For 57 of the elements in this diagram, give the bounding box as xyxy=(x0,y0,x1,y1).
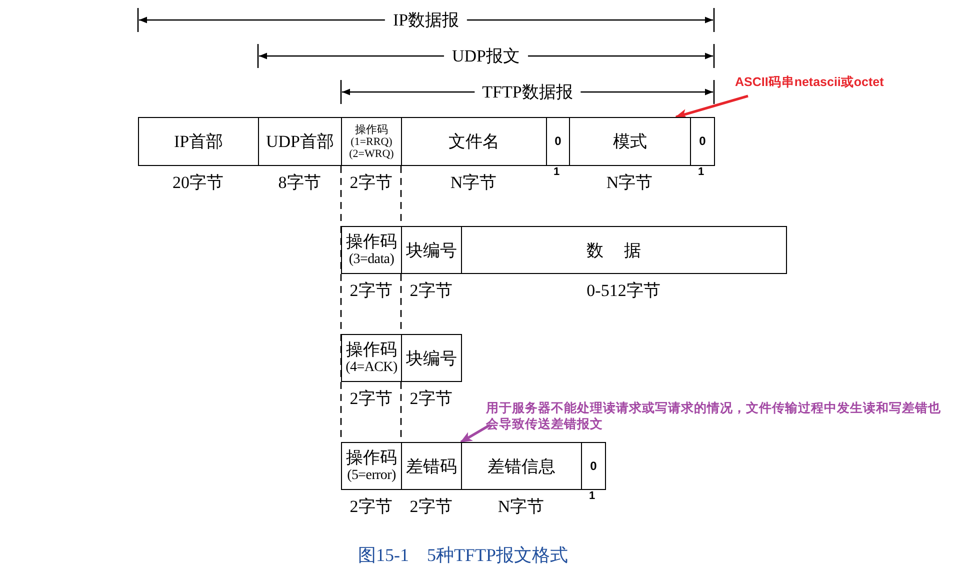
field-name: 0 xyxy=(699,133,706,150)
field-name: 操作码 xyxy=(346,448,397,467)
field-name: UDP首部 xyxy=(266,132,334,151)
header-field xyxy=(546,117,570,166)
size-label: N字节 xyxy=(450,172,497,194)
field-name: 0 xyxy=(554,133,562,150)
size-label: N字节 xyxy=(498,496,544,518)
field-name: 差错码 xyxy=(406,456,457,476)
field-name: 差错信息 xyxy=(488,456,556,476)
header-field xyxy=(690,117,715,166)
field-name: 文件名 xyxy=(448,132,500,151)
size-label: 2字节 xyxy=(410,496,452,518)
figure-caption: 图15-1 5种TFTP报文格式 xyxy=(358,544,568,567)
field-value: (3=data) xyxy=(348,251,394,268)
size-label: 2字节 xyxy=(350,172,392,194)
size-label: 2字节 xyxy=(350,496,392,518)
size-label: 8字节 xyxy=(278,172,321,194)
size-label: 2字节 xyxy=(410,280,452,302)
header-field xyxy=(341,226,402,274)
field-name: 模式 xyxy=(613,132,647,151)
header-field xyxy=(138,117,259,166)
header-field xyxy=(258,117,342,166)
annotation-text: ASCII码串netascii或octet xyxy=(735,74,905,90)
length-label: 1 xyxy=(553,166,560,178)
length-label: 1 xyxy=(588,490,596,502)
header-field xyxy=(401,334,462,382)
header-field xyxy=(401,117,547,166)
field-name: 操作码 xyxy=(346,340,397,359)
header-field xyxy=(341,334,402,382)
header-field xyxy=(461,442,582,490)
field-name: 块编号 xyxy=(406,240,457,260)
header-field xyxy=(569,117,691,166)
size-label: 0-512字节 xyxy=(586,280,660,302)
header-field xyxy=(401,442,462,490)
header-field xyxy=(461,226,787,274)
field-name: 0 xyxy=(590,458,597,474)
leader-arrow xyxy=(675,94,748,119)
field-value: (5=error) xyxy=(347,467,396,484)
annotation-text: 用于服务器不能处理读请求或写请求的情况，文件传输过程中发生读和写差错也会导致传送差错报文 xyxy=(486,400,950,432)
field-name: 数据 xyxy=(586,240,662,260)
size-label: N字节 xyxy=(606,172,653,194)
field-name: 块编号 xyxy=(406,348,457,368)
field-name: 操作码 xyxy=(346,232,397,251)
size-label: 2字节 xyxy=(350,280,392,302)
size-label: 2字节 xyxy=(350,388,392,410)
size-label: 20字节 xyxy=(172,172,224,194)
header-field xyxy=(341,117,402,166)
leader-arrow xyxy=(460,424,491,444)
length-label: 1 xyxy=(698,166,704,178)
field-value: (4=ACK) xyxy=(346,359,398,376)
header-field xyxy=(341,442,402,490)
header-field xyxy=(401,226,462,274)
field-name: IP首部 xyxy=(174,132,224,151)
header-field xyxy=(581,442,606,490)
size-label: 2字节 xyxy=(410,388,452,410)
field-value: (1=RRQ) (2=WRQ) xyxy=(348,136,395,160)
field-name: 操作码 xyxy=(355,124,388,136)
